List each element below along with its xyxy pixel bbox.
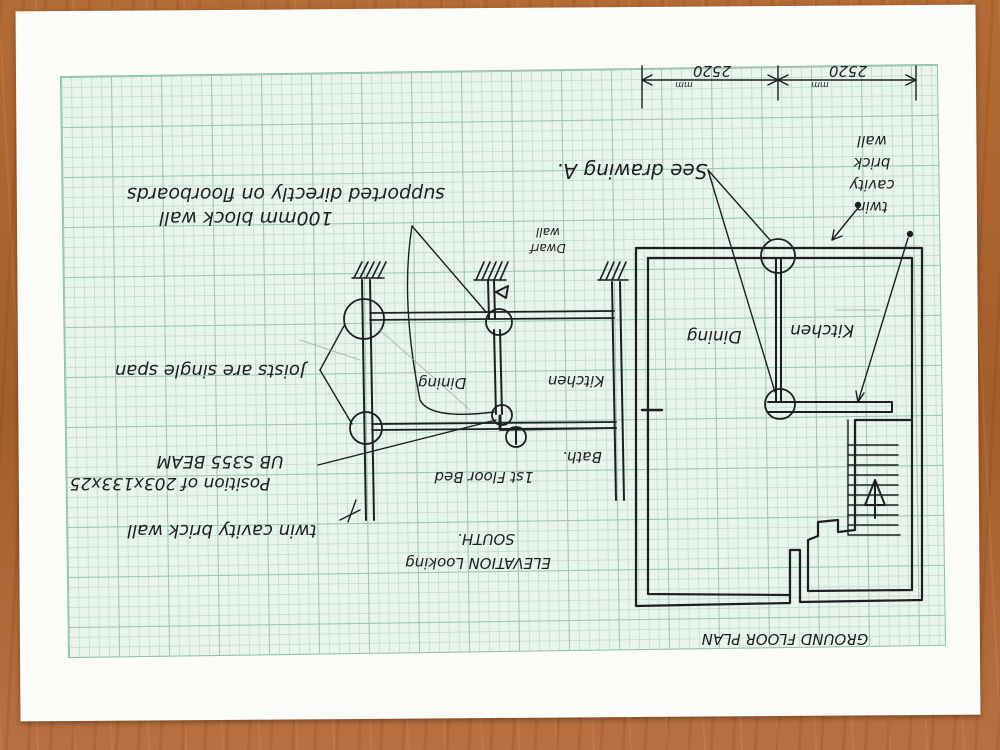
elevation-bed-label: 1st Floor Bed [434,468,534,486]
beam-line2: UB S355 BEAM [156,451,283,471]
elev-kitchen-group: Kitchen [548,372,604,390]
block-wall-line2: supported directly on floorboards [127,183,445,205]
cavity-wall-note-group: twin cavity brick wall [127,520,317,541]
interior-wall-dining-kitchen [767,257,893,413]
joist-circles [343,298,527,448]
pencil-ghost-lines [299,309,881,411]
elevation-title-line2: SOUTH. [457,530,515,548]
external-wall-left [361,279,375,521]
beam-line1: Position of 203x133x25 [70,473,271,493]
see-drawing-label: See drawing A. [557,159,708,183]
see-drawing-group: See drawing A. [557,159,708,183]
wall-note-arrows [831,201,914,403]
wall-note-cavity: cavity [848,176,894,194]
plan-kitchen-group: Kitchen [790,320,854,340]
plan-dining-group: Dining [686,326,741,346]
dim-left-group: 2520 mm [675,62,731,89]
wall-note-twin: twin [856,198,888,216]
block-wall [493,329,503,415]
cavity-wall-note: twin cavity brick wall [127,520,317,541]
elev-bed-group: 1st Floor Bed [434,468,534,486]
block-wall-line1: 100mm block wall [159,207,333,229]
wall-note-wall: wall [856,132,887,150]
plan-kitchen-label: Kitchen [790,320,854,340]
block-wall-note-group: 100mm block wall supported directly on f… [127,183,445,229]
floor-plan-outline [634,246,924,608]
dwarf-wall-line1: Dwarf [528,241,565,255]
dwarf-wall-line2: wall [535,225,560,239]
plan-dining-label: Dining [686,326,741,346]
external-wall-right [611,281,625,501]
elevation-kitchen-label: Kitchen [548,372,604,390]
dimension-right-unit: mm [811,79,829,89]
elevation-bath-label: Bath. [562,448,602,466]
staircase [847,419,901,536]
hatching-right [597,261,629,281]
wall-note-brick: brick [852,154,890,172]
elevation-title-group: ELEVATION Looking SOUTH. [405,530,551,572]
dimension-left-unit: mm [675,79,693,89]
hatching-centre [473,261,509,281]
elev-dining-group: Dining [418,374,466,392]
elev-bath-group: Bath. [562,448,602,466]
elevation-leaders [317,225,497,523]
elevation-title-line1: ELEVATION Looking [405,554,551,572]
dim-right-group: 2520 mm [811,62,867,89]
dimension-lines [641,65,917,109]
plan-title: GROUND FLOOR PLAN [702,630,869,648]
joists-note-group: Joists are single span [115,360,308,381]
dimension-right: 2520 [829,62,867,80]
plan-title-group: GROUND FLOOR PLAN [702,630,869,648]
dwarf-wall-note-group: Dwarf wall [528,225,565,255]
elevation-dining-label: Dining [418,374,466,392]
wall-note-group: twin cavity brick wall [848,132,894,216]
see-drawing-leaders [707,169,776,393]
joists-note: Joists are single span [115,360,308,381]
hatching-left [351,261,387,279]
detail-circle-top [760,238,796,274]
ground-floor-joists [371,421,617,431]
first-floor-joists [369,310,615,321]
beam-note-group: Position of 203x133x25 UB S355 BEAM [70,451,284,493]
detail-circle-bottom [764,388,796,420]
dimension-left: 2520 [693,62,731,80]
